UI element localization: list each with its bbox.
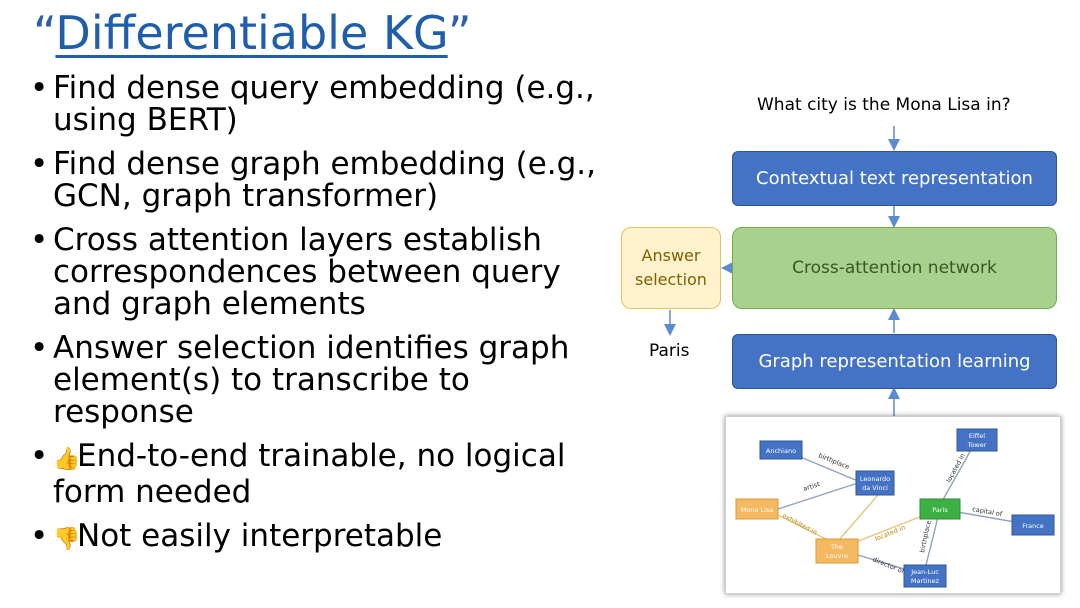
svg-text:Paris: Paris xyxy=(932,506,948,514)
thumbs-down-icon: 👎 xyxy=(53,527,81,552)
bullet-item: •Find dense graph embedding (e.g., GCN, … xyxy=(30,148,610,212)
bullet-dot: • xyxy=(30,330,49,366)
bullet-item: •Cross attention layers establish corres… xyxy=(30,224,610,320)
bullet-dot: • xyxy=(30,70,49,106)
cross-attention-network-box: Cross-attention network xyxy=(732,227,1057,309)
bullet-item: •Answer selection identifies graph eleme… xyxy=(30,332,610,428)
answer-box-line2: selection xyxy=(635,270,707,289)
graph-representation-learning-box: Graph representation learning xyxy=(732,334,1057,389)
kg-node-paris: Paris xyxy=(919,498,961,520)
svg-text:France: France xyxy=(1022,522,1044,530)
kg-node-leonardo: Leonardo da Vinci xyxy=(855,470,895,496)
bullet-text: Not easily interpretable xyxy=(77,518,443,554)
svg-text:Leonardo: Leonardo xyxy=(860,475,890,483)
kg-edge-label: artist xyxy=(802,480,821,493)
contextual-box-label: Contextual text representation xyxy=(756,168,1033,189)
svg-text:Mona Lisa: Mona Lisa xyxy=(741,506,774,514)
bullet-dot: • xyxy=(30,146,49,182)
bullet-text: Answer selection identifies graph elemen… xyxy=(53,330,570,430)
answer-selection-box: Answer selection xyxy=(621,227,721,309)
bullet-text: End-to-end trainable, no logical form ne… xyxy=(53,438,566,510)
svg-text:Martinez: Martinez xyxy=(911,577,940,585)
slide-title: “Differentiable KG” xyxy=(33,4,472,62)
bullet-item: •👎Not easily interpretable xyxy=(30,520,610,556)
kg-edge-artist xyxy=(777,482,859,510)
bullet-text: Cross attention layers establish corresp… xyxy=(53,222,561,322)
kg-node-eiffel-tower: Eiffel Tower xyxy=(956,428,998,452)
kg-node-louvre: The Louvre xyxy=(815,538,859,564)
bullet-list: •Find dense query embedding (e.g., using… xyxy=(30,72,610,568)
title-text: Differentiable KG xyxy=(55,6,448,60)
kg-node-jean-luc-martinez: Jean-Luc Martinez xyxy=(903,564,947,588)
thumbs-up-icon: 👍 xyxy=(53,447,81,472)
graph-learning-label: Graph representation learning xyxy=(758,351,1031,372)
kg-edge-birthplace-2 xyxy=(923,508,941,574)
svg-text:The: The xyxy=(830,543,843,551)
kg-edge-label: exhibited in xyxy=(781,512,819,537)
cross-attention-label: Cross-attention network xyxy=(792,258,997,278)
title-close-quote: ” xyxy=(447,6,472,60)
bullet-item: •Find dense query embedding (e.g., using… xyxy=(30,72,610,136)
kg-edge-located-in xyxy=(939,440,977,506)
bullet-text: Find dense graph embedding (e.g., GCN, g… xyxy=(53,146,597,214)
title-open-quote: “ xyxy=(33,6,56,60)
kg-edge-label: located in xyxy=(945,452,967,484)
svg-text:Anchiano: Anchiano xyxy=(766,447,796,455)
bullet-dot: • xyxy=(30,222,49,258)
kg-node-mona-lisa: Mona Lisa xyxy=(735,498,779,520)
question-text: What city is the Mona Lisa in? xyxy=(757,95,1011,115)
kg-edge-label: director of xyxy=(871,555,906,575)
bullet-dot: • xyxy=(30,518,49,554)
svg-text:Tower: Tower xyxy=(967,441,987,449)
kg-edge-label: birthplace xyxy=(817,451,850,471)
kg-edge-label: located in xyxy=(874,523,907,542)
svg-text:Louvre: Louvre xyxy=(826,552,848,560)
contextual-text-representation-box: Contextual text representation xyxy=(732,151,1057,206)
kg-edge-leonardo-louvre xyxy=(837,494,879,542)
answer-output: Paris xyxy=(649,341,690,361)
svg-text:Jean-Luc: Jean-Luc xyxy=(910,568,939,576)
kg-node-france: France xyxy=(1011,514,1055,536)
knowledge-graph-panel: birthplace artist exhibited in located i… xyxy=(725,416,1061,594)
kg-node-anchiano: Anchiano xyxy=(759,440,803,460)
knowledge-graph: birthplace artist exhibited in located i… xyxy=(735,428,1055,588)
bullet-text: Find dense query embedding (e.g., using … xyxy=(53,70,595,138)
svg-text:da Vinci: da Vinci xyxy=(862,484,888,492)
bullet-item: •👍End-to-end trainable, no logical form … xyxy=(30,440,610,508)
kg-edge-label: capital of xyxy=(972,505,1004,518)
svg-text:Eiffel: Eiffel xyxy=(969,432,985,440)
answer-box-line1: Answer xyxy=(641,246,701,265)
bullet-dot: • xyxy=(30,438,49,474)
